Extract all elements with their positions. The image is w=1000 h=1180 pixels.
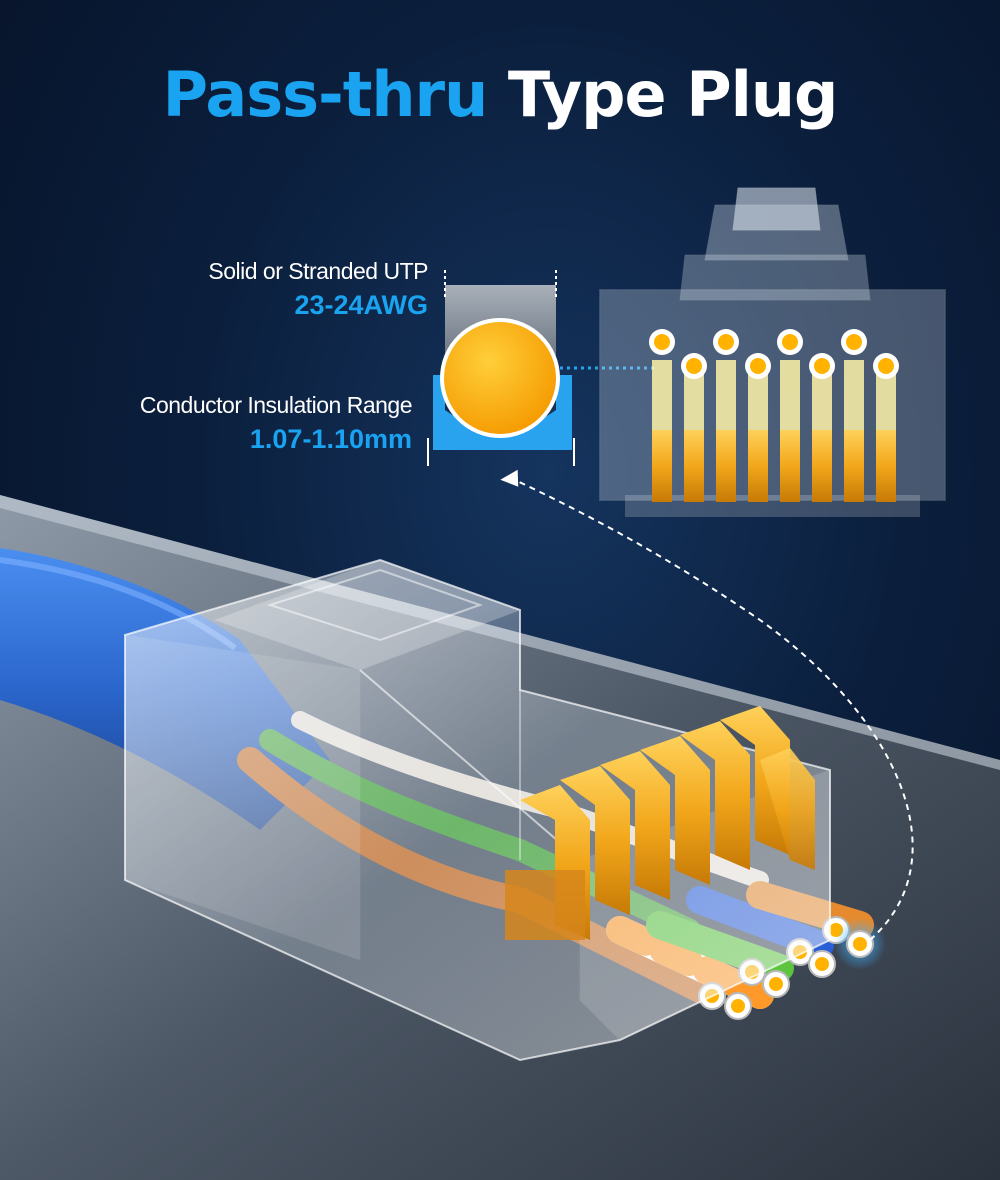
callout-arrow bbox=[514, 479, 914, 941]
plug-front-view bbox=[599, 187, 946, 517]
page-title: Pass-thru Type Plug bbox=[0, 58, 1000, 131]
title-highlight: Pass-thru bbox=[162, 58, 489, 131]
conductor-cross-section bbox=[427, 270, 655, 466]
conductor-type-label: Solid or Stranded UTP bbox=[208, 258, 428, 284]
gold-contacts bbox=[505, 706, 815, 940]
title-rest: Type Plug bbox=[507, 58, 839, 131]
front-contacts bbox=[652, 360, 896, 502]
insulation-range-label: Conductor Insulation Range bbox=[139, 392, 413, 418]
conductor-gauge-value: 23-24AWG bbox=[294, 290, 428, 320]
front-wire-dots bbox=[649, 329, 899, 379]
insulation-range-value: 1.07-1.10mm bbox=[249, 424, 412, 454]
